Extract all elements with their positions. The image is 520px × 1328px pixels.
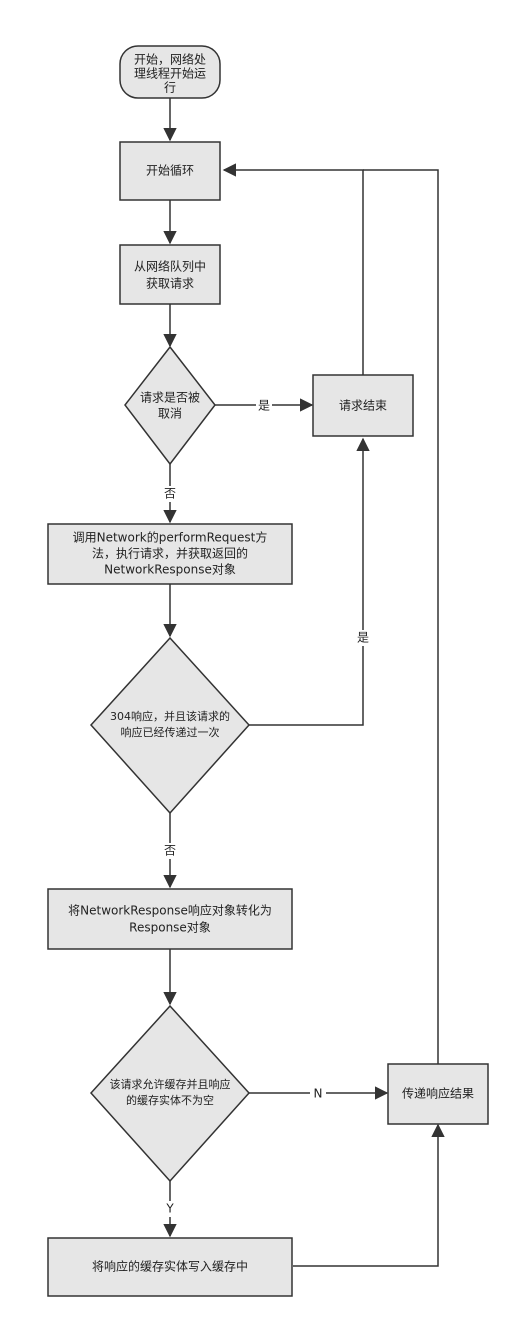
- start-node-line-3: 行: [164, 81, 176, 95]
- perform-request-node: 调用Network的performRequest方 法，执行请求，并获取返回的 …: [47, 523, 293, 585]
- parse-response-line-1: 将NetworkResponse响应对象转化为: [68, 903, 272, 918]
- is-304-line-2: 响应已经传递过一次: [121, 725, 220, 739]
- get-request-node: 从网络队列中 获取请求: [119, 244, 221, 305]
- start-node: 开始，网络处 理线程开始运 行: [119, 45, 221, 99]
- edge-deliver-to-loop: [363, 169, 439, 1064]
- edge-label-canceled-yes: 是: [258, 399, 270, 413]
- perform-request-line-1: 调用Network的performRequest方: [73, 530, 268, 545]
- parse-response-node: 将NetworkResponse响应对象转化为 Response对象: [47, 888, 293, 950]
- deliver-result-node: 传递响应结果: [387, 1063, 489, 1125]
- is-304-line-1: 304响应，并且该请求的: [110, 709, 230, 723]
- start-node-line-2: 理线程开始运: [134, 66, 206, 81]
- deliver-result-label: 传递响应结果: [402, 1086, 474, 1101]
- get-request-line-2: 获取请求: [146, 277, 194, 291]
- edge-label-304-no: 否: [164, 844, 176, 858]
- write-cache-node: 将响应的缓存实体写入缓存中: [47, 1237, 293, 1297]
- edge-label-cache-yes: Y: [165, 1202, 174, 1216]
- should-cache-line-1: 该请求允许缓存并且响应: [110, 1077, 231, 1091]
- get-request-line-1: 从网络队列中: [134, 259, 206, 274]
- edge-304-yes: [249, 437, 370, 726]
- perform-request-line-2: 法，执行请求，并获取返回的: [92, 546, 248, 561]
- edge-write-cache-to-deliver: [293, 1123, 445, 1267]
- edge-label-canceled-no: 否: [164, 487, 176, 501]
- is-canceled-line-1: 请求是否被: [140, 391, 200, 405]
- request-finish-label: 请求结束: [339, 399, 387, 413]
- edge-label-304-yes: 是: [357, 631, 369, 645]
- request-finish-node: 请求结束: [312, 374, 414, 437]
- write-cache-label: 将响应的缓存实体写入缓存中: [92, 1259, 248, 1274]
- is-304-delivered-decision: 304响应，并且该请求的 响应已经传递过一次: [89, 636, 251, 815]
- loop-start-node: 开始循环: [119, 141, 221, 201]
- perform-request-line-3: NetworkResponse对象: [104, 563, 236, 577]
- edge-finish-to-loop: [222, 163, 364, 375]
- is-canceled-decision: 请求是否被 取消: [124, 345, 216, 466]
- is-canceled-line-2: 取消: [158, 407, 182, 421]
- parse-response-line-2: Response对象: [129, 921, 211, 935]
- nodes: 开始，网络处 理线程开始运 行 开始循环 从网络队列中 获取请求 请求是否被 取…: [47, 45, 489, 1297]
- should-cache-line-2: 的缓存实体不为空: [126, 1093, 214, 1107]
- edge-labels: 是 否 是 否 N Y: [162, 398, 371, 1217]
- loop-start-label: 开始循环: [146, 164, 194, 178]
- start-node-line-1: 开始，网络处: [134, 52, 206, 67]
- edge-label-cache-no: N: [314, 1087, 323, 1101]
- should-cache-decision: 该请求允许缓存并且响应 的缓存实体不为空: [89, 1004, 251, 1183]
